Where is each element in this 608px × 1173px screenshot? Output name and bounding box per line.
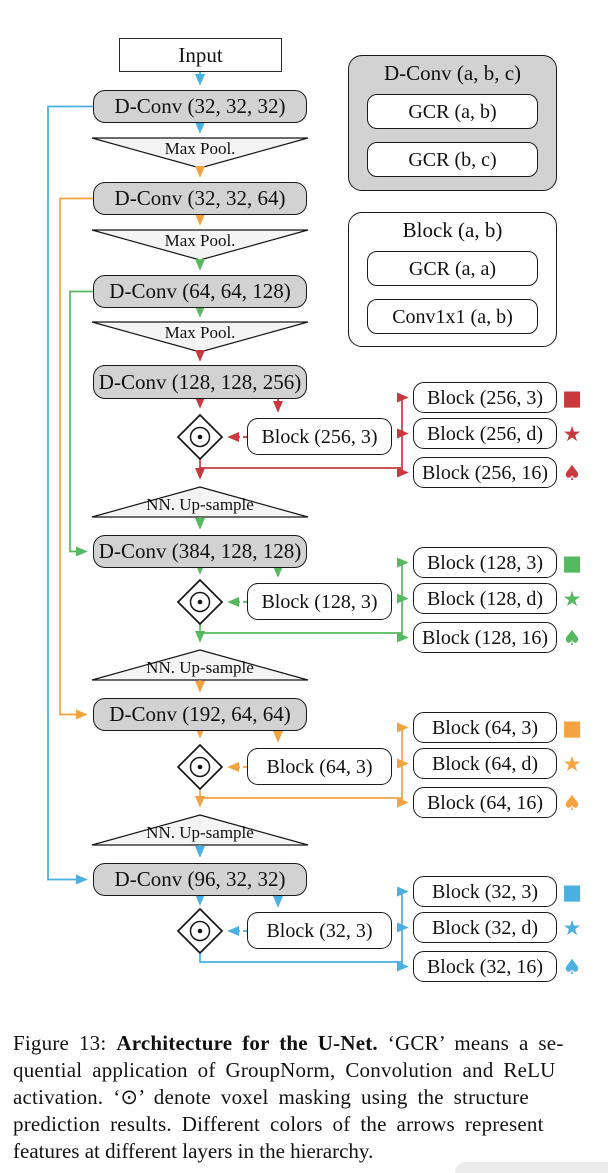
block-256-3: Block (256, 3)	[413, 382, 557, 413]
legend-dconv-row1: GCR (a, b)	[367, 94, 538, 129]
block-256-d: Block (256, d)	[413, 418, 557, 449]
mask-node-64	[176, 743, 224, 791]
spade-icon-red: ♠	[562, 461, 582, 485]
star-icon-red: ★	[562, 422, 582, 446]
arrows-red-level-256	[194, 349, 409, 480]
input-node: Input	[119, 38, 282, 72]
square-icon-green: ■	[562, 551, 582, 575]
block-32-3: Block (32, 3)	[413, 876, 557, 907]
upsample-label-2: NN. Up-sample	[146, 658, 254, 677]
star-icon-green: ★	[562, 587, 582, 611]
dconv-encoder-2: D-Conv (32, 32, 64)	[93, 182, 307, 215]
upsample-label-3: NN. Up-sample	[146, 823, 254, 842]
maxpool-triangle-2	[91, 229, 309, 261]
maxpool-label-1: Max Pool.	[164, 139, 236, 158]
legend-block-title: Block (a, b)	[402, 217, 503, 242]
dconv-bottleneck: D-Conv (128, 128, 256)	[93, 365, 307, 399]
dconv-decoder-1: D-Conv (384, 128, 128)	[93, 535, 307, 568]
dconv-decoder-3: D-Conv (96, 32, 32)	[93, 863, 307, 896]
inline-block-32: Block (32, 3)	[247, 912, 392, 949]
maxpool-label-2: Max Pool.	[164, 231, 236, 250]
square-icon-red: ■	[562, 386, 582, 410]
next-element-corner	[455, 1162, 608, 1173]
voxel-mask-nodes	[176, 413, 224, 955]
inline-block-256: Block (256, 3)	[247, 418, 392, 455]
dconv-decoder-2: D-Conv (192, 64, 64)	[93, 698, 307, 731]
legend-dconv-title: D-Conv (a, b, c)	[383, 60, 522, 85]
spade-icon-blue: ♠	[562, 955, 582, 979]
block-32-d: Block (32, d)	[413, 912, 557, 943]
block-64-16: Block (64, 16)	[413, 787, 557, 818]
spade-icon-orange: ♠	[562, 791, 582, 815]
diagram-canvas	[47, 72, 458, 972]
block-128-16: Block (128, 16)	[413, 622, 557, 653]
caption-line-2: quential application of GroupNorm, Convo…	[13, 1058, 556, 1082]
block-128-3: Block (128, 3)	[413, 547, 557, 578]
block-128-d: Block (128, d)	[413, 583, 557, 614]
arrows-green-level-128	[69, 258, 409, 643]
upsample-label-1: NN. Up-sample	[146, 495, 254, 514]
mask-node-128	[176, 578, 224, 626]
arrows-orange-level-64	[59, 165, 409, 808]
arrows-blue-level-32	[47, 72, 409, 972]
skip-connection-green	[69, 290, 93, 557]
spade-icon-green: ♠	[562, 626, 582, 650]
mask-node-256	[176, 413, 224, 461]
block-64-d: Block (64, d)	[413, 748, 557, 779]
upsample-triangles	[91, 486, 309, 846]
star-icon-blue: ★	[562, 916, 582, 940]
inline-block-64: Block (64, 3)	[247, 748, 392, 785]
maxpool-triangle-3	[91, 321, 309, 353]
skip-connection-blue	[47, 105, 93, 885]
square-icon-orange: ■	[562, 716, 582, 740]
mask-node-32	[176, 907, 224, 955]
block-256-16: Block (256, 16)	[413, 457, 557, 488]
square-icon-blue: ■	[562, 880, 582, 904]
skip-connection-orange	[59, 197, 93, 720]
caption-line-4: prediction results. Different colors of …	[13, 1112, 544, 1136]
dconv-encoder-3: D-Conv (64, 64, 128)	[93, 275, 307, 308]
legend-block-row1: GCR (a, a)	[367, 251, 538, 286]
block-64-3: Block (64, 3)	[413, 712, 557, 743]
caption-line-5: features at different layers in the hier…	[13, 1139, 374, 1163]
inline-block-128: Block (128, 3)	[247, 583, 392, 620]
block-32-16: Block (32, 16)	[413, 951, 557, 982]
dconv-encoder-1: D-Conv (32, 32, 32)	[93, 90, 307, 123]
caption-line-3: activation. ‘⊙’ denote voxel masking usi…	[13, 1085, 529, 1109]
legend-dconv-row2: GCR (b, c)	[367, 142, 538, 177]
star-icon-orange: ★	[562, 752, 582, 776]
mask4-output-line	[199, 953, 402, 963]
maxpool-triangles	[91, 137, 309, 353]
maxpool-label-3: Max Pool.	[164, 323, 236, 342]
maxpool-triangle-1	[91, 137, 309, 169]
caption-line-1: Figure 13: Architecture for the U-Net. ‘…	[13, 1031, 564, 1055]
legend-block-row2: Conv1x1 (a, b)	[367, 299, 538, 334]
